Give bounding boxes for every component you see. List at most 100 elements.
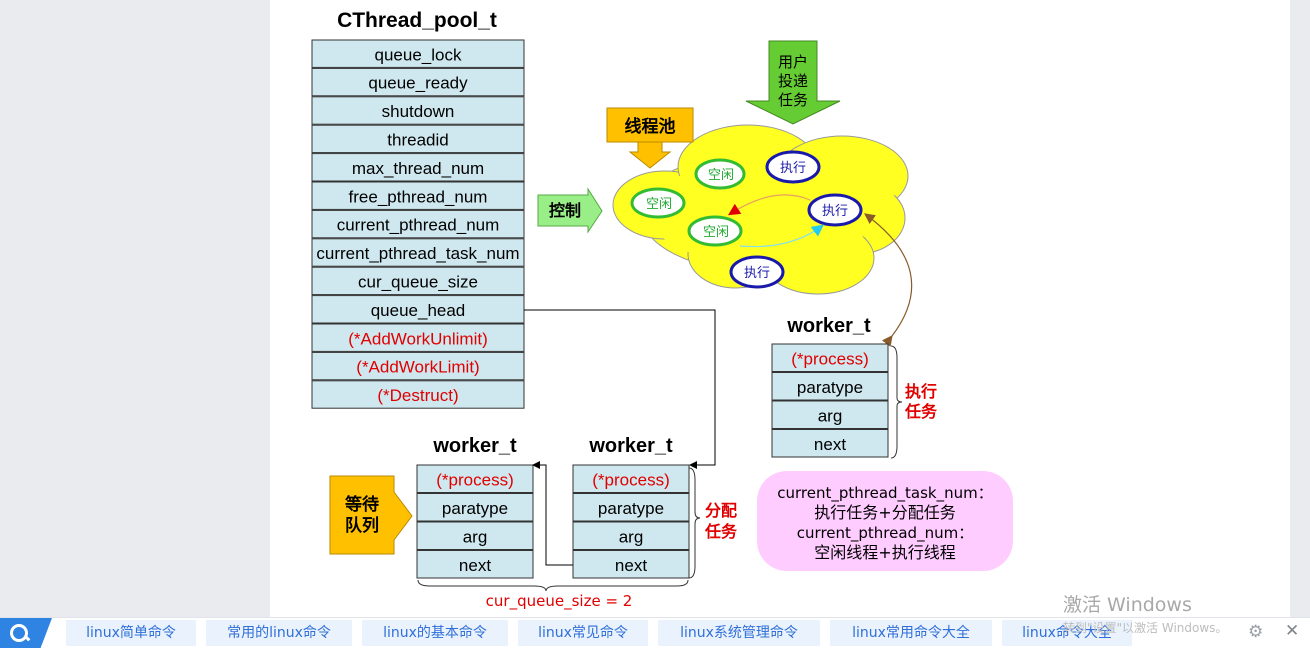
exec-task-label: 任务 [904, 402, 938, 421]
idle-thread-label: 空闲 [703, 225, 729, 240]
struct-field-label: (*process) [436, 470, 513, 489]
idle-thread-label: 空闲 [646, 197, 672, 212]
struct-field-cell [311, 67, 525, 97]
idle-thread-bubble: 空闲 [687, 215, 743, 247]
svg-text:线程池: 线程池 [625, 116, 676, 137]
related-search-link[interactable]: linux的基本命令 [362, 620, 508, 646]
svg-text:current_pthread_num：: current_pthread_num： [797, 524, 973, 543]
struct-field-label: current_pthread_num [337, 216, 500, 235]
struct-field-cell [416, 550, 534, 579]
related-search-link[interactable]: linux命令大全 [1002, 620, 1132, 646]
struct-field-label: (*process) [791, 349, 868, 368]
exec-thread-label: 执行 [780, 161, 806, 176]
struct-field-cell [311, 266, 525, 296]
worker-struct-table: (*process) paratype arg next [416, 464, 534, 579]
struct-field-label: queue_ready [368, 74, 468, 93]
struct-field-label: max_thread_num [352, 159, 484, 178]
dispatch-task-label: 分配 [705, 501, 737, 520]
related-search-link[interactable]: linux系统管理命令 [658, 620, 820, 646]
exec-thread-bubble: 执行 [765, 150, 821, 184]
struct-field-cell [311, 295, 525, 324]
activate-windows-watermark: 激活 Windows [1063, 594, 1192, 616]
struct-field-cell [572, 493, 690, 522]
struct-field-label: paratype [797, 378, 863, 397]
struct-field-cell [572, 521, 690, 550]
thread-pool-diagram: CThread_pool_t queue_lock queue_readyshut… [311, 9, 1013, 611]
svg-text:执行任务+分配任务: 执行任务+分配任务 [814, 503, 955, 522]
struct-field-label: shutdown [382, 102, 455, 121]
idle-thread-label: 空闲 [708, 168, 734, 183]
svg-text:控制: 控制 [549, 201, 581, 220]
exec-thread-bubble: 执行 [807, 193, 863, 227]
struct-field-label: paratype [598, 499, 664, 518]
struct-field-label: (*Destruct) [377, 386, 458, 405]
close-icon[interactable]: ✕ [1285, 621, 1300, 641]
related-search-link[interactable]: linux简单命令 [66, 620, 196, 646]
control-arrow: 控制 [537, 187, 603, 234]
struct-field-cell [572, 464, 690, 493]
struct-field-cell [311, 323, 525, 352]
svg-text:投递: 投递 [778, 72, 808, 90]
svg-text:current_pthread_task_num：: current_pthread_task_num： [777, 484, 993, 503]
struct-field-cell [311, 153, 525, 182]
worker-struct-title: worker_t [432, 435, 517, 457]
queue-head-pointer [524, 309, 716, 469]
struct-field-label: (*AddWorkLimit) [356, 358, 479, 377]
struct-field-cell [311, 351, 525, 381]
exec-thread-label: 执行 [822, 204, 848, 219]
struct-field-label: arg [619, 527, 644, 546]
svg-text:等待: 等待 [345, 494, 379, 515]
struct-field-cell [311, 39, 525, 68]
note-box: current_pthread_task_num： 执行任务+分配任务 curr… [757, 471, 1013, 571]
svg-text:队列: 队列 [345, 515, 379, 536]
related-search-link[interactable]: linux常见命令 [518, 620, 648, 646]
user-submit-task-arrow: 用户 投递 任务 [745, 40, 841, 125]
thread-pool-label: 线程池 [606, 107, 694, 169]
struct-field-label: next [459, 556, 491, 575]
dispatch-task-label: 任务 [704, 522, 738, 541]
search-icon [10, 624, 28, 642]
svg-text:用户: 用户 [778, 53, 808, 71]
struct-field-cell [771, 400, 889, 429]
worker-struct-title: worker_t [588, 435, 673, 457]
struct-field-label: queue_lock [375, 45, 462, 64]
struct-field-cell [771, 343, 889, 372]
struct-field-label: free_pthread_num [349, 187, 488, 206]
exec-task-label: 执行 [905, 382, 937, 401]
idle-to-exec-arrow [739, 224, 824, 248]
cur-queue-size-label: cur_queue_size = 2 [486, 592, 633, 611]
exec-thread-bubble: 执行 [729, 255, 785, 289]
struct-field-label: (*AddWorkUnlimit) [348, 329, 488, 348]
struct-field-label: arg [463, 527, 488, 546]
struct-field-label: paratype [442, 499, 508, 518]
struct-field-label: (*process) [592, 470, 669, 489]
struct-field-cell [416, 493, 534, 522]
svg-text:空闲线程+执行线程: 空闲线程+执行线程 [814, 543, 955, 562]
gear-icon[interactable]: ⚙ [1248, 622, 1264, 642]
exec-link-arc [864, 213, 913, 347]
struct-field-cell [311, 96, 525, 125]
search-button[interactable] [0, 618, 52, 648]
activate-windows-hint: 转到"设置"以激活 Windows。 [1063, 621, 1228, 635]
worker-struct-table: (*process) paratype arg next [572, 464, 690, 579]
struct-field-label: next [814, 435, 846, 454]
struct-field-cell [311, 124, 525, 154]
struct-field-label: cur_queue_size [358, 273, 478, 292]
struct-field-label: next [615, 556, 647, 575]
related-search-link[interactable]: 常用的linux命令 [206, 620, 352, 646]
struct-field-cell [311, 209, 525, 239]
related-search-link[interactable]: linux常用命令大全 [830, 620, 992, 646]
struct-field-label: current_pthread_task_num [316, 244, 519, 263]
pool-struct-title: CThread_pool_t [337, 9, 497, 32]
related-search-bar: linux简单命令 常用的linux命令 linux的基本命令 linux常见命… [0, 617, 1310, 648]
idle-thread-bubble: 空闲 [694, 158, 746, 190]
struct-field-cell [416, 521, 534, 550]
struct-field-cell [311, 380, 525, 409]
struct-field-cell [771, 372, 889, 401]
struct-field-label: queue_head [371, 301, 466, 320]
exec-thread-label: 执行 [744, 266, 770, 281]
worker-struct-title: worker_t [786, 315, 871, 337]
struct-field-cell [572, 550, 690, 579]
exec-to-idle-arrow [727, 194, 811, 216]
